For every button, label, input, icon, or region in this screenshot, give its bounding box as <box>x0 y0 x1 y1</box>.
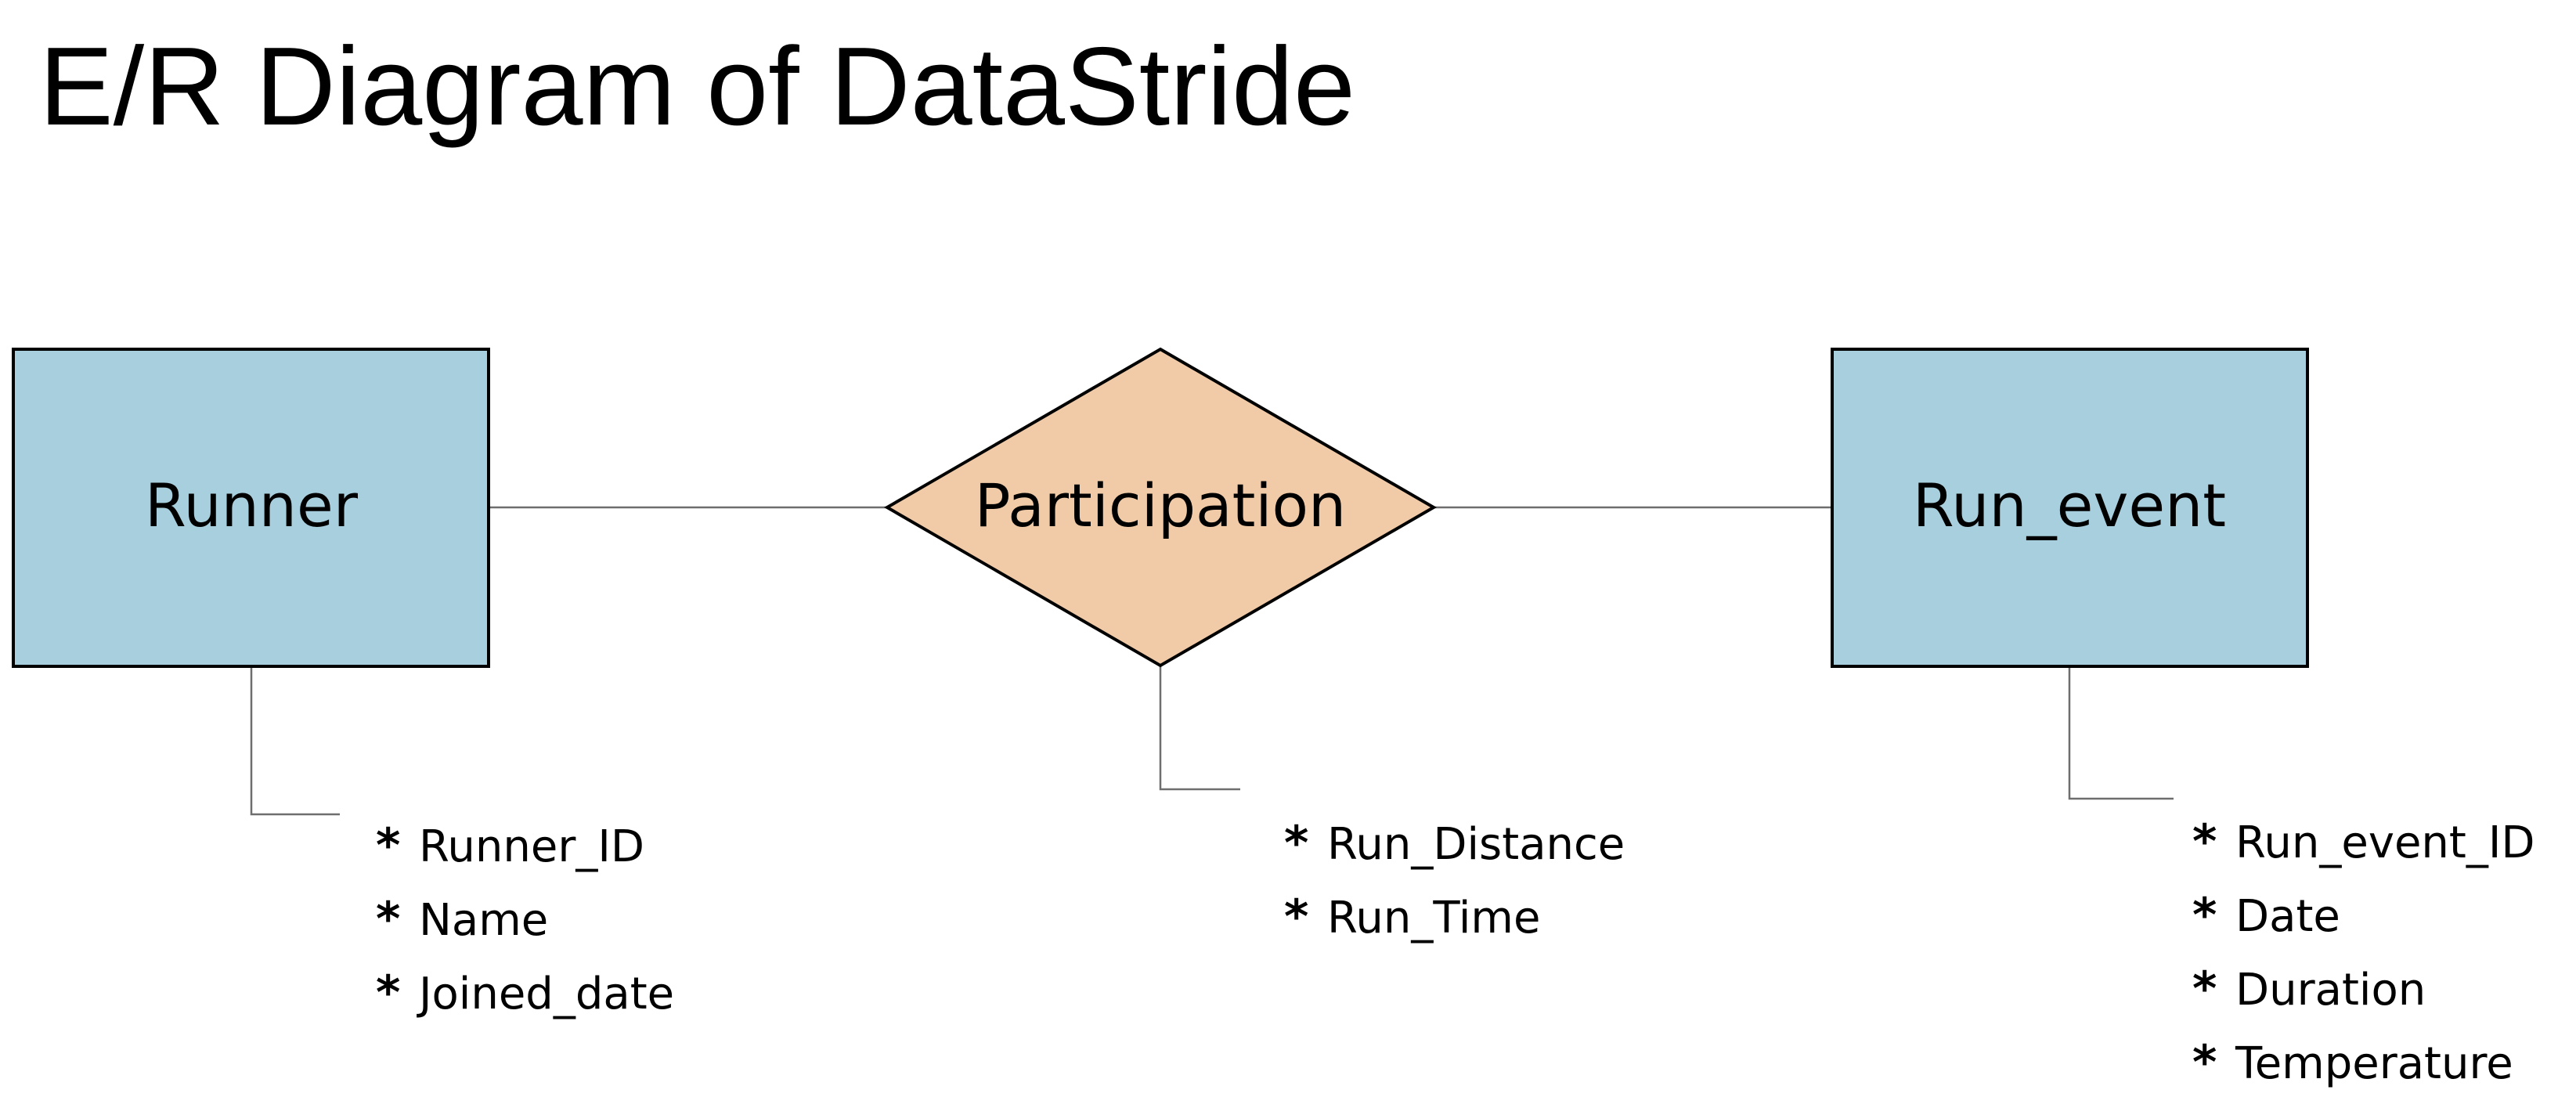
attribute-run-time: Run_Time <box>1327 893 1540 944</box>
attribute-name: Name <box>419 895 548 946</box>
page-title: E/R Diagram of DataStride <box>39 24 1355 149</box>
attribute-run-event-id: Run_event_ID <box>2235 817 2535 868</box>
attribute-item: * Temperature <box>2192 1035 2513 1090</box>
entity-runner-label: Runner <box>145 471 359 540</box>
relationship-participation-label: Participation <box>975 471 1346 540</box>
attribute-item: * Joined_date <box>376 965 674 1020</box>
attribute-bullet: * <box>376 818 400 873</box>
attribute-leader-run-event <box>2068 666 2174 800</box>
attribute-list-run-event: * Run_event_ID * Date * Duration * Tempe… <box>2192 814 2535 1090</box>
attribute-leader-participation <box>1159 666 1240 791</box>
attribute-item: * Date <box>2192 888 2340 943</box>
attribute-bullet: * <box>2192 1035 2217 1090</box>
attribute-bullet: * <box>2192 962 2217 1016</box>
entity-runner[interactable]: Runner <box>12 348 490 668</box>
attribute-bullet: * <box>2192 814 2217 869</box>
attribute-runner-id: Runner_ID <box>419 821 644 872</box>
attribute-bullet: * <box>2192 888 2217 943</box>
attribute-bullet: * <box>1284 889 1308 944</box>
attribute-bullet: * <box>376 892 400 947</box>
attribute-duration: Duration <box>2235 965 2426 1016</box>
entity-run-event[interactable]: Run_event <box>1831 348 2309 668</box>
attribute-run-distance: Run_Distance <box>1327 819 1625 870</box>
attribute-item: * Run_event_ID <box>2192 814 2535 869</box>
relationship-participation[interactable]: Participation <box>884 347 1437 668</box>
attribute-item: * Run_Time <box>1284 889 1540 944</box>
relationship-participation-diamond <box>884 347 1437 668</box>
attribute-list-participation: * Run_Distance * Run_Time <box>1284 816 1625 944</box>
entity-run-event-box <box>1831 348 2309 668</box>
entity-runner-box <box>12 348 490 668</box>
attribute-item: * Duration <box>2192 962 2426 1016</box>
attribute-item: * Run_Distance <box>1284 816 1625 871</box>
attribute-bullet: * <box>1284 816 1308 871</box>
attribute-leader-runner <box>250 666 340 816</box>
attribute-date: Date <box>2235 891 2340 942</box>
attribute-item: * Name <box>376 892 548 947</box>
attribute-temperature: Temperature <box>2235 1038 2513 1089</box>
attribute-item: * Runner_ID <box>376 818 644 873</box>
entity-run-event-label: Run_event <box>1913 471 2226 540</box>
attribute-bullet: * <box>376 965 400 1020</box>
attribute-joined-date: Joined_date <box>417 969 674 1019</box>
attribute-list-runner: * Runner_ID * Name * Joined_date <box>376 818 674 1020</box>
